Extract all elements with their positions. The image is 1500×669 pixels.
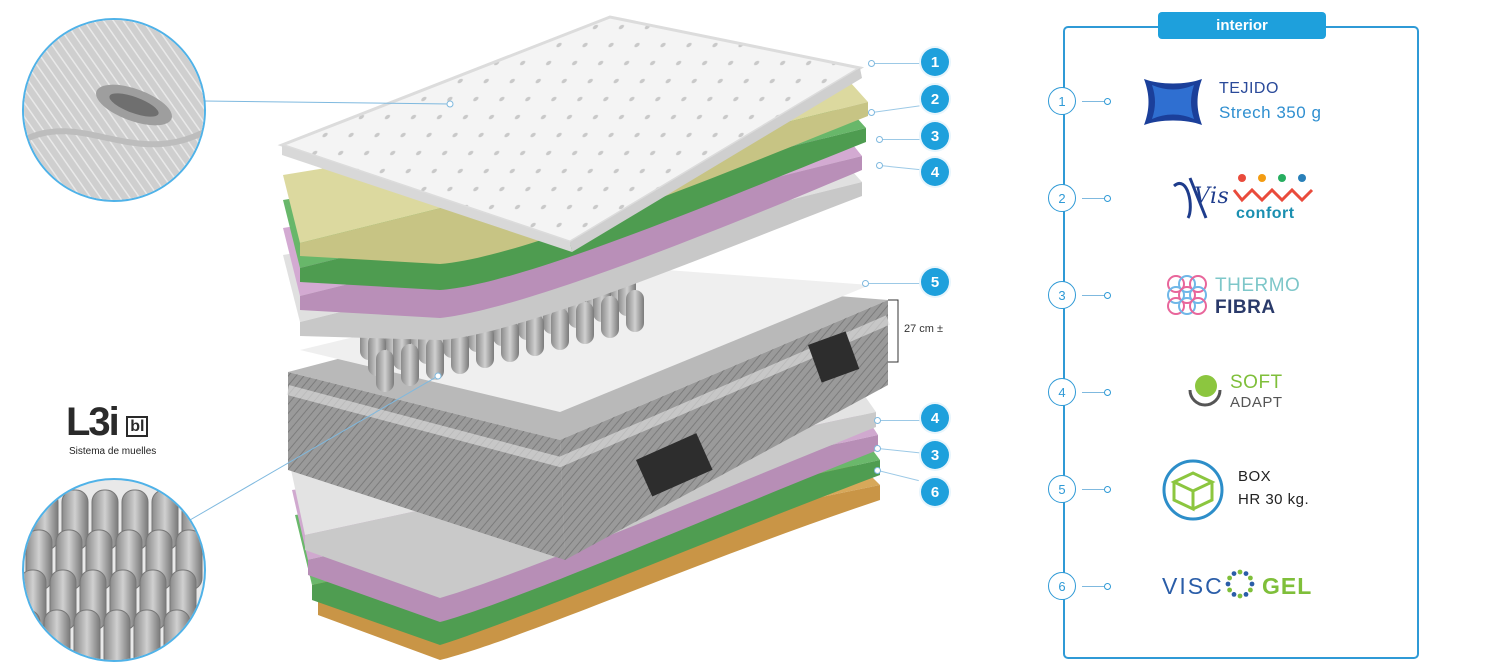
viscogel-dots-icon [1225, 569, 1255, 599]
softadapt-subtitle: ADAPT [1230, 394, 1283, 411]
item-number-1: 1 [1048, 87, 1076, 115]
gel-dot [1231, 571, 1237, 577]
tejido-subtitle: Strech 350 g [1219, 103, 1322, 122]
gel-dot [1227, 575, 1233, 581]
softadapt-logo-icon [1188, 375, 1222, 407]
callout-badge-3: 3 [921, 122, 949, 150]
gel-dot [1237, 569, 1243, 575]
fabric-closeup-circle [22, 18, 206, 202]
item-number-2: 2 [1048, 184, 1076, 212]
thermofibra-logo-icon [1167, 275, 1207, 315]
mattress-illustration [189, 15, 899, 660]
closeup-spring [73, 609, 101, 660]
gel-dot [1237, 593, 1243, 599]
springs-closeup-circle [22, 478, 206, 662]
pocket-spring [376, 350, 394, 392]
closeup-spring [133, 609, 161, 660]
pocket-spring [476, 326, 494, 368]
callout-badge-4b: 4 [921, 404, 949, 432]
item-number-4: 4 [1048, 378, 1076, 406]
box-cube-icon [1162, 459, 1224, 521]
gel-dot [1231, 591, 1237, 597]
tejido-fabric-icon [1144, 79, 1202, 125]
callout-badge-3b: 3 [921, 441, 949, 469]
pocket-spring [451, 332, 469, 374]
thermofibra-title: THERMO [1215, 275, 1301, 296]
thermofibra-subtitle: FIBRA [1215, 297, 1276, 318]
gel-dot [1247, 587, 1253, 593]
box-title: BOX [1238, 468, 1272, 485]
visconfort-prefix: Vis [1194, 184, 1230, 209]
softadapt-title: SOFT [1230, 372, 1283, 393]
interior-panel-title: interior [1158, 12, 1326, 39]
gel-dot [1249, 581, 1255, 587]
lbi-logo-text: L3i [66, 400, 120, 444]
gel-dot [1243, 591, 1249, 597]
pocket-spring [576, 302, 594, 344]
fabric-closeup-image [24, 20, 204, 200]
viscogel-prefix: VISC [1162, 573, 1224, 599]
pocket-spring [551, 308, 569, 350]
lbi-logo-suffix: bl [126, 416, 149, 437]
pocket-spring [401, 344, 419, 386]
springs-closeup-image [24, 489, 204, 660]
callout-badge-5: 5 [921, 268, 949, 296]
visconfort-name: confort [1236, 205, 1295, 222]
item-number-6: 6 [1048, 572, 1076, 600]
viscogel-suffix: GEL [1262, 573, 1313, 599]
gel-dot [1247, 575, 1253, 581]
gel-dot [1225, 581, 1231, 587]
gel-dot [1243, 571, 1249, 577]
tejido-title: TEJIDO [1219, 80, 1279, 97]
visconfort-logo-icon [1173, 174, 1314, 219]
callout-badge-6: 6 [921, 478, 949, 506]
box-subtitle: HR 30 kg. [1238, 491, 1310, 508]
gel-dot [1227, 587, 1233, 593]
pocket-spring [626, 290, 644, 332]
callout-badge-2: 2 [921, 85, 949, 113]
spring-system-caption: Sistema de muelles [69, 446, 157, 457]
item-number-5: 5 [1048, 475, 1076, 503]
callout-badge-4: 4 [921, 158, 949, 186]
callout-badge-1: 1 [921, 48, 949, 76]
pocket-spring [501, 320, 519, 362]
closeup-spring [103, 609, 131, 660]
pocket-spring [426, 338, 444, 380]
quilted-top-cover [277, 15, 865, 252]
item-number-3: 3 [1048, 281, 1076, 309]
pocket-spring [526, 314, 544, 356]
height-dimension: 27 cm ± [904, 323, 944, 335]
spring-system-logo: L3i bl [66, 400, 149, 445]
spring-box [286, 268, 890, 560]
pocket-spring [601, 296, 619, 338]
